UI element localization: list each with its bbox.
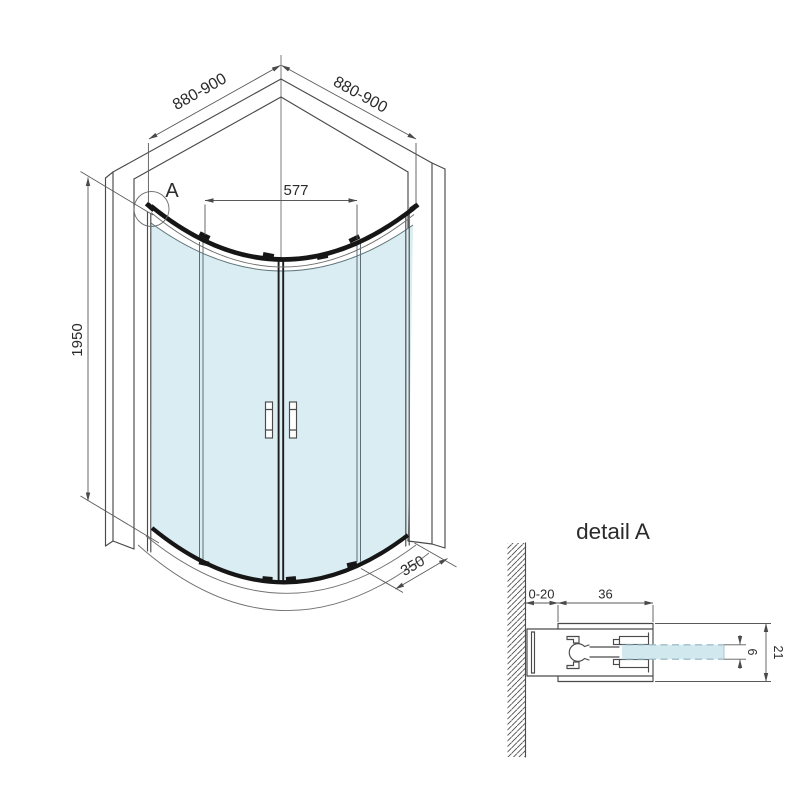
door-handle-right — [288, 401, 298, 439]
detail-title: detail A — [576, 519, 650, 544]
profile-clip-top — [566, 635, 580, 644]
glass-fill — [151, 223, 413, 583]
dim-door-width: 577 — [283, 182, 308, 199]
glass-top-edge — [150, 222, 414, 272]
dim-width-right: 880-900 — [330, 73, 390, 116]
dim-height: 1950 — [69, 323, 86, 356]
dim-side: 350 — [398, 552, 428, 579]
panel-dividers — [199, 242, 361, 562]
wall-hatching — [507, 543, 526, 757]
door-handle-left — [264, 401, 274, 439]
detail-glass — [622, 644, 725, 660]
dim-wall-gap: 0-20 — [528, 587, 554, 602]
bottom-guides — [198, 559, 358, 582]
main-view: A 880-900 880-900 577 1950 3 — [69, 55, 457, 611]
dim-profile-width: 36 — [598, 587, 612, 602]
screw-boss — [568, 643, 586, 662]
detail-wall — [507, 542, 527, 758]
detail-view: detail A — [507, 519, 785, 758]
detail-glass-fill — [622, 644, 724, 660]
door-stiles — [277, 261, 285, 581]
wall-profiles — [146, 211, 410, 553]
glass-panels — [150, 222, 414, 583]
detail-marker-label: A — [165, 180, 179, 202]
detail-profile — [526, 622, 654, 683]
profile-clip-bottom — [566, 661, 580, 670]
detail-marker: A — [133, 180, 179, 227]
dim-profile-depth: 21 — [771, 646, 785, 660]
dim-glass-thickness: 6 — [745, 649, 759, 656]
glass-clamp — [612, 632, 650, 673]
dim-width-left: 880-900 — [170, 70, 230, 114]
detail-circle — [133, 191, 170, 227]
bottom-rail — [137, 526, 430, 611]
detail-dimensions: 0-20 36 6 21 — [525, 587, 785, 682]
